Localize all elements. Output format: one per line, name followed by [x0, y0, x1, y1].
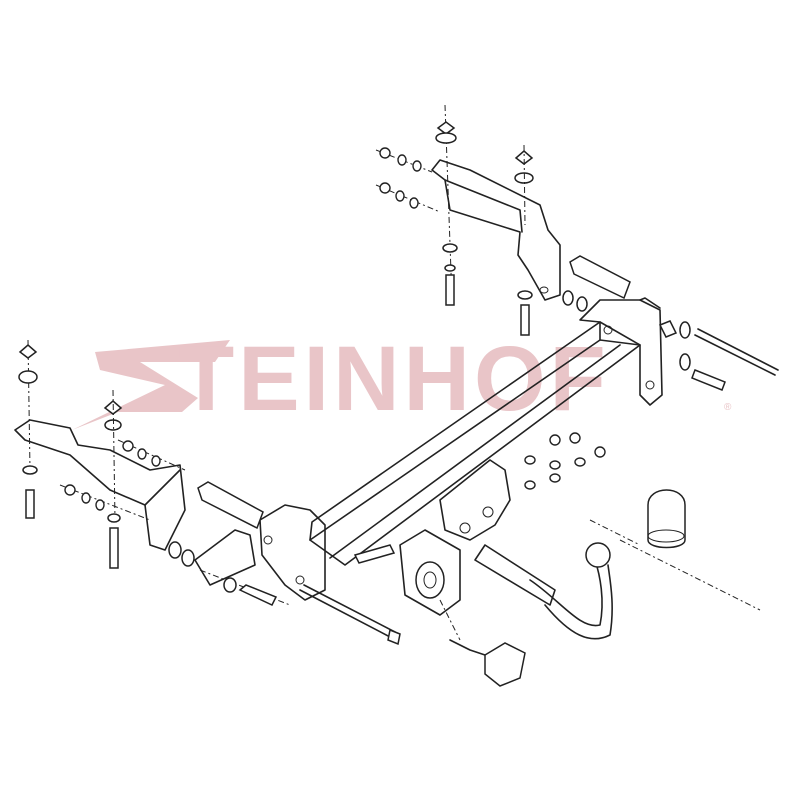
mounting-bolts [199, 320, 779, 646]
registered-mark: ® [724, 402, 732, 413]
spacer-tube [197, 481, 264, 530]
ball-cover-cap [619, 489, 761, 611]
nut-icon [18, 344, 38, 359]
upper-right-bracket-assembly [375, 104, 631, 336]
spacer-tube [569, 255, 631, 300]
bolt [109, 527, 119, 569]
logo-text: TEINHOF [178, 328, 610, 430]
bolt [25, 489, 35, 519]
bolt [445, 274, 455, 306]
tow-ball-neck [474, 519, 641, 640]
connector-plug [484, 642, 526, 687]
nut-icon [514, 150, 534, 165]
nut-icon [436, 121, 456, 135]
socket-plate-assembly [399, 529, 526, 687]
steinhof-logo-watermark: TEINHOF ® [72, 328, 732, 430]
bolt [520, 304, 530, 336]
washer [435, 132, 457, 144]
left-bracket-assembly [14, 339, 264, 586]
crossbar [259, 297, 663, 601]
tow-ball [585, 542, 611, 568]
logo-s-swoosh [72, 340, 230, 430]
